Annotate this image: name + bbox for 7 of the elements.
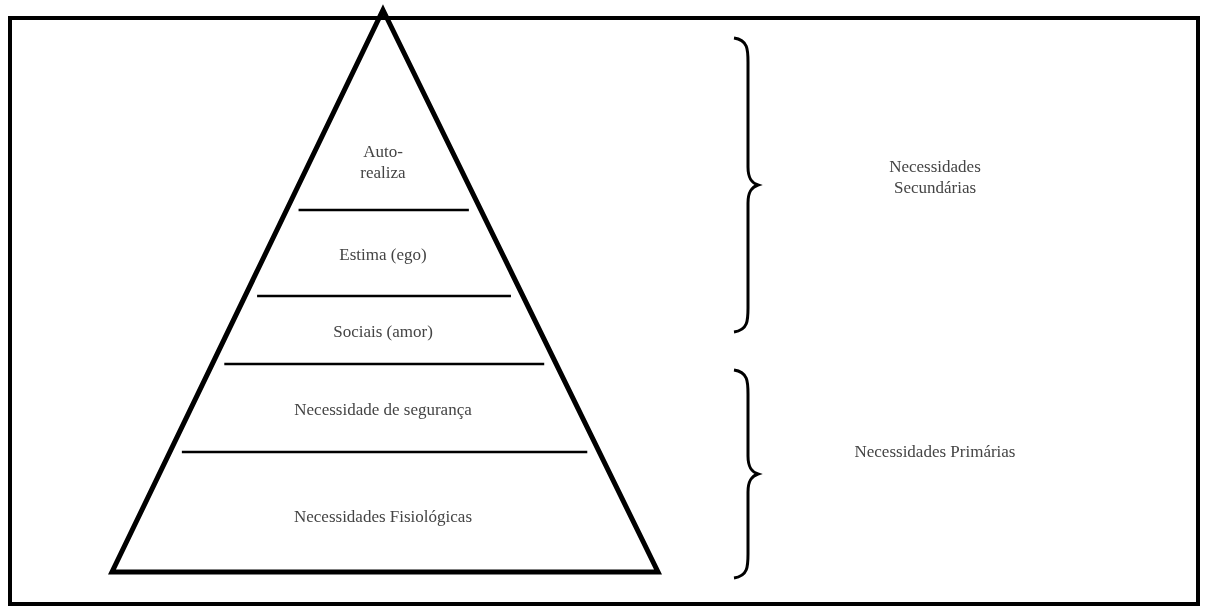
group-label: Necessidades Secundárias	[888, 156, 982, 199]
pyramid-level-label: Sociais (amor)	[303, 320, 463, 342]
group-label: Necessidades Primárias	[853, 441, 1017, 463]
pyramid-level-label: Necessidades Fisiológicas	[253, 505, 513, 527]
pyramid-level-label: Necessidade de segurança	[263, 398, 503, 420]
pyramid-level-label: Estima (ego)	[313, 243, 453, 265]
pyramid-level-label: Auto- realiza	[343, 140, 423, 183]
